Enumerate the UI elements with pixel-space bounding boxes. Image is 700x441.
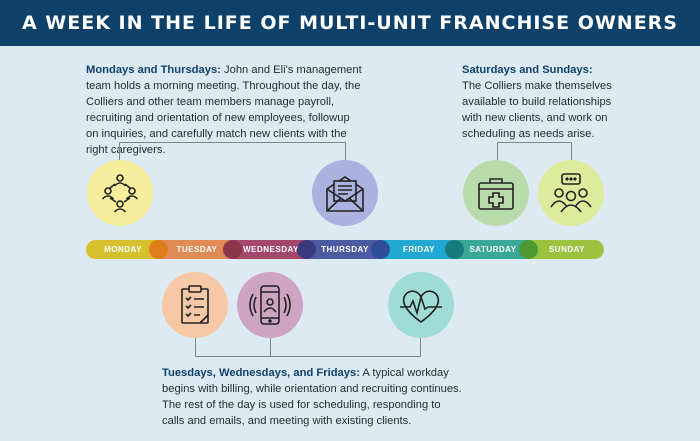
day-sunday: SUNDAY [530, 240, 604, 259]
note-heading: Tuesdays, Wednesdays, and Fridays: [162, 367, 360, 379]
connector-line [571, 142, 572, 160]
day-saturday: SATURDAY [456, 240, 530, 259]
day-divider-dot [519, 240, 538, 259]
team-network-icon [87, 160, 153, 226]
connector-line [420, 338, 421, 356]
note-body: A typical workday begins with billing, w… [162, 367, 462, 427]
day-divider-dot [223, 240, 242, 259]
week-timeline: MONDAY TUESDAY WEDNESDAY THURSDAY FRIDAY… [86, 240, 604, 259]
note-body: The Colliers make themselves available t… [462, 80, 612, 140]
day-divider-dot [297, 240, 316, 259]
connector-line [119, 142, 346, 143]
connector-line [119, 142, 120, 160]
connector-line [497, 142, 498, 160]
note-mondays-thursdays: Mondays and Thursdays: John and Eli's ma… [86, 62, 364, 158]
header-banner: A WEEK IN THE LIFE OF MULTI-UNIT FRANCHI… [0, 0, 700, 46]
first-aid-kit-icon [463, 160, 529, 226]
day-wednesday: WEDNESDAY [234, 240, 308, 259]
envelope-icon [312, 160, 378, 226]
group-chat-icon [538, 160, 604, 226]
page-title: A WEEK IN THE LIFE OF MULTI-UNIT FRANCHI… [21, 12, 678, 34]
day-friday: FRIDAY [382, 240, 456, 259]
day-monday: MONDAY [86, 240, 160, 259]
note-body: John and Eli's management team holds a m… [86, 64, 362, 156]
connector-line [270, 338, 271, 356]
note-heading: Saturdays and Sundays: [462, 64, 593, 76]
day-thursday: THURSDAY [308, 240, 382, 259]
note-heading: Mondays and Thursdays: [86, 64, 221, 76]
connector-line [195, 356, 421, 357]
note-tuesdays-wednesdays-fridays: Tuesdays, Wednesdays, and Fridays: A typ… [162, 365, 462, 429]
smartphone-icon [237, 272, 303, 338]
clipboard-checklist-icon [162, 272, 228, 338]
day-divider-dot [445, 240, 464, 259]
day-tuesday: TUESDAY [160, 240, 234, 259]
day-divider-dot [371, 240, 390, 259]
connector-line [345, 142, 346, 160]
day-divider-dot [149, 240, 168, 259]
note-saturdays-sundays: Saturdays and Sundays: The Colliers make… [462, 62, 632, 142]
heart-pulse-icon [388, 272, 454, 338]
connector-line [195, 338, 196, 356]
connector-line [497, 142, 572, 143]
